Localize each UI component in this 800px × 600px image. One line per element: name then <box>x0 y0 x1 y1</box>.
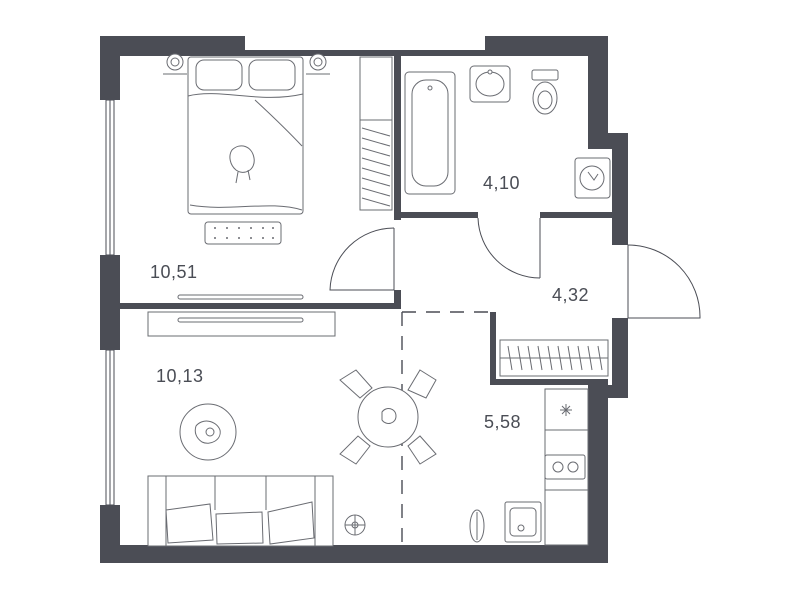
bathroom-area-label: 4,10 <box>483 173 521 193</box>
bench <box>204 221 282 245</box>
bedroom-area-label: 10,51 <box>150 262 198 282</box>
exterior-walls <box>100 36 628 563</box>
door-bedroom[interactable] <box>329 227 395 291</box>
bedroom-wardrobe <box>359 56 393 211</box>
dining-table <box>339 369 437 465</box>
sofa <box>147 475 334 547</box>
dog-figure-icon <box>229 145 255 184</box>
nightstand-lamp-left <box>163 53 187 75</box>
window-bedroom <box>105 99 115 256</box>
door-entrance[interactable] <box>627 244 701 319</box>
hallway-wardrobe <box>499 339 609 377</box>
interior-walls <box>120 50 612 385</box>
tv-stand <box>147 311 336 337</box>
living-area-label: 10,13 <box>156 366 204 386</box>
floor-lamp-icon <box>344 514 366 536</box>
faucet-icon <box>469 509 485 543</box>
fridge-icon <box>560 404 572 416</box>
bathtub <box>404 71 456 195</box>
washing-machine <box>574 157 611 199</box>
round-rug <box>179 403 237 461</box>
bed <box>187 56 304 215</box>
bathroom-sink <box>469 65 511 103</box>
toilet <box>531 69 559 115</box>
kitchen-sink <box>504 501 542 543</box>
cooktop <box>544 454 586 480</box>
kitchen-area-label: 5,58 <box>484 412 522 432</box>
nightstand-lamp-right <box>306 53 330 75</box>
bedroom-tv <box>177 294 304 300</box>
window-living <box>105 349 115 506</box>
door-bathroom[interactable] <box>477 217 541 279</box>
hallway-area-label: 4,32 <box>552 285 590 305</box>
